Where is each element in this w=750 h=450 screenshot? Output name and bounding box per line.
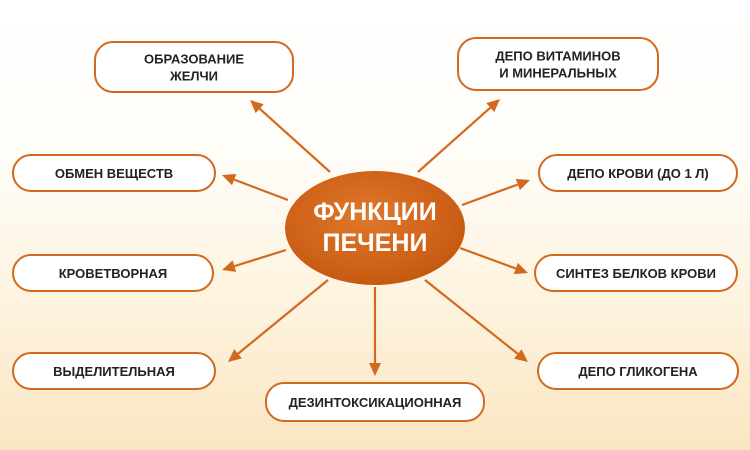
arrow-bile xyxy=(258,107,331,173)
arrow-head-vitamins xyxy=(486,99,500,113)
function-label-excretory-line-1: ВЫДЕЛИТЕЛЬНАЯ xyxy=(53,364,175,379)
function-label-vitamins-line-2: И МИНЕРАЛЬНЫХ xyxy=(499,66,617,81)
arrow-glycogen xyxy=(424,279,519,355)
function-box-excretory: ВЫДЕЛИТЕЛЬНАЯ xyxy=(12,352,216,390)
function-box-frame xyxy=(12,154,216,192)
arrow-head-protein xyxy=(513,262,528,275)
function-box-frame xyxy=(457,37,659,91)
arrow-head-detox xyxy=(369,363,381,376)
function-boxes: ОБРАЗОВАНИЕ ЖЕЛЧИ ДЕПО ВИТАМИНОВ И МИНЕРАЛЬ… xyxy=(12,37,739,422)
function-box-frame xyxy=(534,254,738,292)
center-title-line-1: ФУНКЦИИ xyxy=(313,198,436,226)
function-label-vitamins-line-1: ДЕПО ВИТАМИНОВ xyxy=(495,49,620,64)
function-box-metabolism: ОБМЕН ВЕЩЕСТВ xyxy=(12,154,216,192)
center-title-line-2: ПЕЧЕНИ xyxy=(323,229,428,257)
arrow-vitamins xyxy=(417,106,492,173)
arrow-protein xyxy=(459,246,517,270)
arrow-head-excretory xyxy=(228,349,242,362)
function-box-frame xyxy=(537,352,739,390)
function-box-frame xyxy=(94,41,294,93)
arrow-blood-depot xyxy=(461,183,519,207)
arrow-excretory xyxy=(237,279,329,355)
arrows-layer xyxy=(222,99,530,376)
arrow-head-bile xyxy=(250,100,264,114)
function-label-bile-line-1: ОБРАЗОВАНИЕ xyxy=(144,52,244,67)
function-label-metabolism-line-1: ОБМЕН ВЕЩЕСТВ xyxy=(55,166,173,181)
function-label-blood-depot-line-1: ДЕПО КРОВИ (ДО 1 Л) xyxy=(567,166,709,181)
arrow-head-metabolism xyxy=(222,173,237,186)
function-box-bile: ОБРАЗОВАНИЕ ЖЕЛЧИ xyxy=(94,41,294,93)
arrow-metabolism xyxy=(233,178,289,202)
arrow-head-glycogen xyxy=(514,349,528,362)
arrow-head-hematopoietic xyxy=(222,260,237,272)
arrow-hematopoietic xyxy=(234,248,287,268)
function-box-detox: ДЕЗИНТОКСИКАЦИОННАЯ xyxy=(265,382,485,422)
function-box-blood-depot: ДЕПО КРОВИ (ДО 1 Л) xyxy=(538,154,738,192)
function-label-detox-line-1: ДЕЗИНТОКСИКАЦИОННАЯ xyxy=(289,395,462,410)
function-box-frame xyxy=(265,382,485,422)
function-box-frame xyxy=(12,254,214,292)
function-label-glycogen-line-1: ДЕПО ГЛИКОГЕНА xyxy=(578,364,698,379)
function-label-protein-line-1: СИНТЕЗ БЕЛКОВ КРОВИ xyxy=(556,266,716,281)
center-ellipse xyxy=(285,171,465,285)
function-box-vitamins: ДЕПО ВИТАМИНОВ И МИНЕРАЛЬНЫХ xyxy=(457,37,659,91)
function-box-frame xyxy=(538,154,738,192)
center-node: ФУНКЦИИ ПЕЧЕНИ xyxy=(285,171,465,285)
function-box-protein: СИНТЕЗ БЕЛКОВ КРОВИ xyxy=(534,254,738,292)
function-label-bile-line-2: ЖЕЛЧИ xyxy=(169,69,218,84)
arrow-head-blood-depot xyxy=(515,178,530,191)
function-box-hematopoietic: КРОВЕТВОРНАЯ xyxy=(12,254,214,292)
function-label-hematopoietic-line-1: КРОВЕТВОРНАЯ xyxy=(59,266,168,281)
function-box-glycogen: ДЕПО ГЛИКОГЕНА xyxy=(537,352,739,390)
function-box-frame xyxy=(12,352,216,390)
